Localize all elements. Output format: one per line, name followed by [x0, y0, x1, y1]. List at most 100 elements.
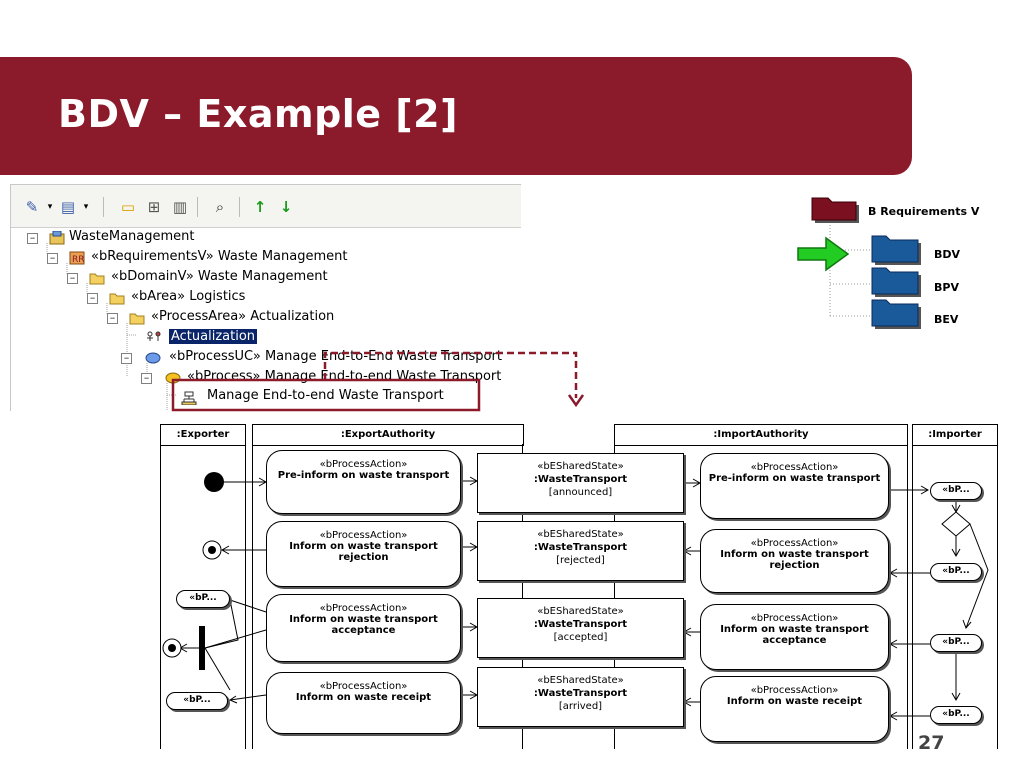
page-number: 27	[918, 732, 945, 754]
importer-action[interactable]: «bP...	[930, 706, 982, 724]
requirements-view-icon: RR	[69, 251, 85, 265]
shared-state[interactable]: «bESharedState» :WasteTransport [accepte…	[477, 598, 684, 658]
lane-border	[997, 444, 998, 749]
import-action[interactable]: «bProcessAction» Inform on waste transpo…	[700, 604, 889, 670]
state-name: :WasteTransport	[533, 474, 628, 485]
find-icon[interactable]: ⌕	[215, 198, 225, 216]
state-name: :WasteTransport	[533, 688, 628, 699]
collapse-toggle[interactable]: −	[27, 233, 38, 244]
join-bar	[199, 626, 205, 670]
tree-item-label[interactable]: Actualization	[169, 329, 258, 344]
green-arrow-icon	[797, 236, 850, 272]
use-case-icon	[145, 352, 161, 364]
collapse-toggle[interactable]: −	[141, 373, 152, 384]
svg-text:RR: RR	[72, 255, 85, 265]
state-stereotype: «bESharedState»	[537, 606, 624, 617]
initial-node	[204, 472, 224, 492]
collapse-toggle[interactable]: −	[107, 313, 118, 324]
state-name: :WasteTransport	[533, 542, 628, 553]
tree-item-label[interactable]: «bDomainV» Waste Management	[111, 269, 328, 284]
export-action[interactable]: «bProcessAction» Inform on waste transpo…	[266, 521, 461, 587]
import-action[interactable]: «bProcessAction» Pre-inform on waste tra…	[700, 453, 889, 519]
action-name: Pre-inform on waste transport	[277, 470, 450, 481]
toolbar-separator	[103, 197, 104, 217]
import-action[interactable]: «bProcessAction» Inform on waste transpo…	[700, 529, 889, 593]
properties-icon[interactable]: ▥	[172, 198, 188, 216]
folder-icon	[129, 313, 145, 325]
exporter-action[interactable]: «bP...	[176, 590, 230, 608]
state-stereotype: «bESharedState»	[537, 675, 624, 686]
pointer-arrowhead-icon	[567, 394, 585, 408]
folder-icon	[89, 273, 105, 285]
action-stereotype: «bProcessAction»	[319, 681, 408, 692]
export-action[interactable]: «bProcessAction» Inform on waste receipt	[266, 672, 461, 734]
new-folder-icon[interactable]: ▭	[120, 198, 136, 216]
state-stereotype: «bESharedState»	[537, 529, 624, 540]
diagram-icon[interactable]: ▤	[60, 198, 76, 216]
shared-state[interactable]: «bESharedState» :WasteTransport [rejecte…	[477, 521, 684, 581]
title-banner	[0, 57, 912, 175]
lane-border	[614, 444, 615, 749]
action-name: Pre-inform on waste transport	[708, 473, 881, 484]
importer-action[interactable]: «bP...	[930, 563, 982, 581]
lane-border	[160, 444, 161, 749]
action-stereotype: «bProcessAction»	[319, 459, 408, 470]
toolbar-separator	[197, 197, 198, 217]
action-name: Inform on waste transport rejection	[289, 541, 438, 563]
dashed-pointer-line	[323, 351, 578, 398]
state-value: [announced]	[548, 487, 613, 498]
importer-action[interactable]: «bP...	[930, 482, 982, 500]
exporter-action[interactable]: «bP...	[166, 692, 228, 710]
collapse-toggle[interactable]: −	[87, 293, 98, 304]
shared-state[interactable]: «bESharedState» :WasteTransport [arrived…	[477, 667, 684, 727]
hierarchy-icon[interactable]: ⊞	[147, 198, 161, 216]
slide-title: BDV – Example [2]	[58, 92, 458, 136]
collapse-toggle[interactable]: −	[121, 353, 132, 364]
bdv-label: BDV	[934, 248, 961, 261]
action-stereotype: «bProcessAction»	[319, 603, 408, 614]
action-stereotype: «bProcessAction»	[319, 530, 408, 541]
tree-item-label[interactable]: «bProcessUC» Manage End-to-End Waste Tra…	[169, 349, 502, 364]
move-down-icon[interactable]: ↓	[279, 198, 293, 216]
action-stereotype: «bProcessAction»	[750, 538, 839, 549]
bpv-label: BPV	[934, 281, 959, 294]
bev-label: BEV	[934, 313, 959, 326]
lane-border	[912, 444, 913, 749]
tree-item-label[interactable]: Manage End-to-end Waste Transport	[207, 388, 444, 403]
move-up-icon[interactable]: ↑	[253, 198, 267, 216]
bdv-folder-icon	[871, 235, 921, 265]
lane-export-authority: :ExportAuthority	[252, 424, 524, 446]
dropdown-arrow-icon[interactable]: ▾	[47, 202, 53, 212]
lane-border	[252, 444, 253, 749]
import-action[interactable]: «bProcessAction» Inform on waste receipt	[700, 676, 889, 742]
tree-item-label[interactable]: WasteManagement	[69, 229, 195, 244]
edit-icon[interactable]: ✎	[25, 198, 39, 216]
tree-item-label[interactable]: «bRequirementsV» Waste Management	[91, 249, 348, 264]
action-stereotype: «bProcessAction»	[750, 462, 839, 473]
dropdown-arrow-icon[interactable]: ▾	[83, 202, 89, 212]
activity-icon	[181, 391, 197, 405]
lane-border	[245, 444, 246, 749]
action-stereotype: «bProcessAction»	[750, 613, 839, 624]
model-icon	[49, 231, 65, 245]
tree-item-label[interactable]: «bArea» Logistics	[131, 289, 246, 304]
collapse-toggle[interactable]: −	[67, 273, 78, 284]
export-action[interactable]: «bProcessAction» Pre-inform on waste tra…	[266, 450, 461, 514]
state-value: [arrived]	[558, 701, 603, 712]
views-graphic	[797, 197, 921, 329]
shared-state[interactable]: «bESharedState» :WasteTransport [announc…	[477, 453, 684, 513]
tree-item-label[interactable]: «ProcessArea» Actualization	[151, 309, 335, 324]
lane-border	[907, 444, 908, 749]
importer-action[interactable]: «bP...	[930, 634, 982, 652]
collapse-toggle[interactable]: −	[47, 253, 58, 264]
action-stereotype: «bProcessAction»	[750, 685, 839, 696]
state-stereotype: «bESharedState»	[537, 461, 624, 472]
export-action[interactable]: «bProcessAction» Inform on waste transpo…	[266, 594, 461, 662]
bpv-folder-icon	[871, 267, 921, 297]
tree-item-selected[interactable]: Actualization	[169, 327, 258, 347]
state-name: :WasteTransport	[533, 619, 628, 630]
action-name: Inform on waste transport acceptance	[720, 624, 869, 646]
requirements-folder-icon	[811, 197, 859, 223]
